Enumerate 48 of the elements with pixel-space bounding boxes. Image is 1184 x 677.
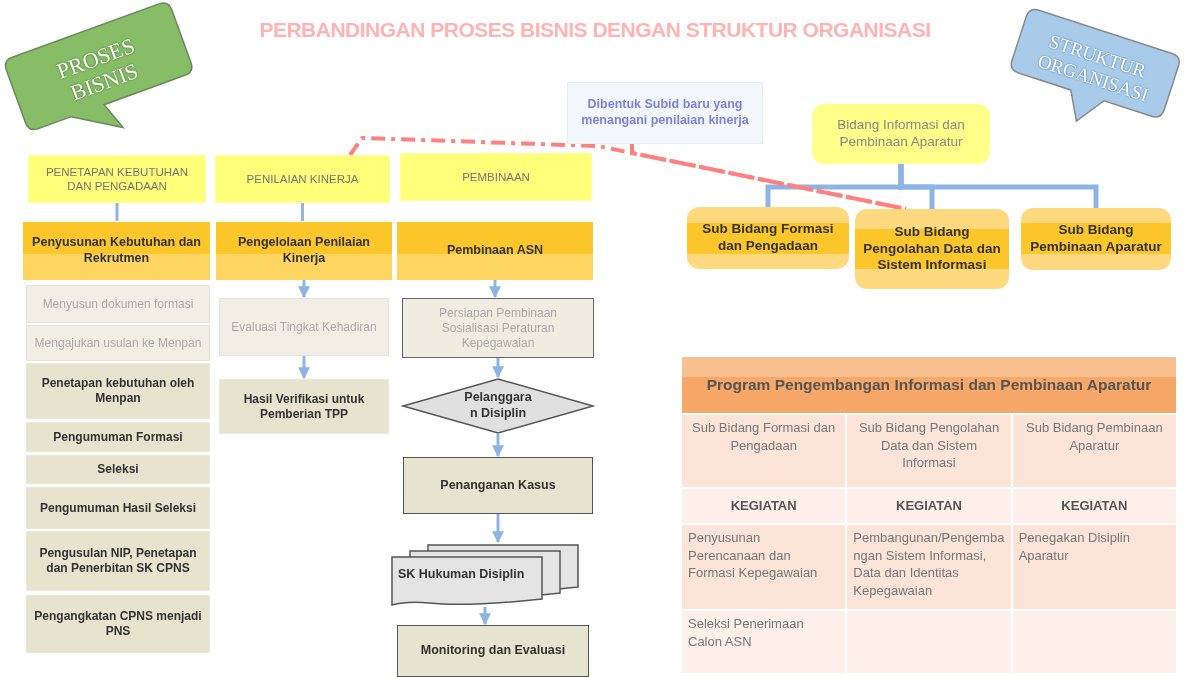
table-cell: Pembangunan/Pengembangan Sistem Informasi, Data dan Identitas Kepegawaian — [847, 525, 1011, 609]
table-cell: Penegakan Disiplin Aparatur — [1012, 525, 1176, 609]
process-box: Persiapan Pembinaan Sosialisasi Peraturan Kepegawaian — [402, 298, 594, 358]
note-box: Dibentuk Subid baru yang menangani penilaian kinerja — [567, 82, 763, 144]
table-cell: KEGIATAN — [1012, 489, 1176, 523]
table-cell: KEGIATAN — [847, 489, 1011, 523]
org-box: Bidang Informasi dan Pembinaan Aparatur — [812, 104, 990, 164]
step-box: Pengumuman Hasil Seleksi — [26, 487, 210, 529]
dashed-connector — [348, 135, 907, 211]
arrow — [489, 280, 501, 299]
step-box: Menyusun dokumen formasi — [26, 285, 210, 323]
table-cell: Sub Bidang Formasi dan Pengadaan — [682, 415, 846, 487]
arrow — [479, 607, 491, 626]
process-box: Pembinaan ASN — [397, 222, 593, 280]
arrow — [492, 358, 504, 379]
table-cell: Penyusunan Perencanaan dan Formasi Kepegawaian — [682, 525, 846, 609]
table-header: Program Pengembangan Informasi dan Pembinaan Aparatur — [682, 357, 1176, 413]
arrow — [492, 434, 504, 458]
table-cell: KEGIATAN — [682, 489, 846, 523]
org-box: Sub Bidang Formasi dan Pengadaan — [687, 207, 849, 269]
process-header: PENILAIAN KINERJA — [215, 155, 390, 203]
connector-line — [301, 203, 304, 221]
table-cell: Sub Bidang Pembinaan Aparatur — [1012, 415, 1176, 487]
step-box: Pengumuman Formasi — [26, 422, 210, 452]
arrow — [298, 280, 310, 299]
process-box: Penyusunan Kebutuhan dan Rekrutmen — [23, 222, 210, 280]
table-cell: Sub Bidang Pengolahan Data dan Sistem Informasi — [847, 415, 1011, 487]
arrow — [298, 356, 310, 380]
org-box: Sub Bidang Pengolahan Data dan Sistem Informasi — [855, 209, 1009, 289]
step-box: Seleksi — [26, 455, 210, 484]
diagram-title: PERBANDINGAN PROSES BISNIS DENGAN STRUKTUR ORGANISASI — [258, 18, 932, 42]
step-box: Penetapan kebutuhan oleh Menpan — [26, 363, 210, 419]
step-box: Pengangkatan CPNS menjadi PNS — [26, 595, 210, 653]
process-header: PENETAPAN KEBUTUHAN DAN PENGADAAN — [28, 155, 206, 203]
table-cell: Seleksi Penerimaan Calon ASN — [682, 611, 846, 673]
connector-line — [898, 164, 1099, 208]
step-box: Pengusulan NIP, Penetapan dan Penerbitan SK CPNS — [26, 531, 210, 591]
step-box: Hasil Verifikasi untuk Pemberian TPP — [219, 379, 389, 434]
step-box: Mengajukan usulan ke Menpan — [26, 325, 210, 361]
connector-line — [115, 203, 119, 221]
process-box: Pengelolaan Penilaian Kinerja — [216, 222, 392, 280]
step-box: Evaluasi Tingkat Kehadiran — [219, 298, 389, 356]
org-box: Sub Bidang Pembinaan Aparatur — [1021, 208, 1171, 270]
process-box: Penanganan Kasus — [403, 457, 593, 514]
decision-diamond: Pelanggara n Disiplin — [402, 378, 594, 434]
process-header: PEMBINAAN — [400, 153, 592, 201]
process-box: Monitoring dan Evaluasi — [397, 625, 589, 677]
arrow — [492, 514, 504, 544]
